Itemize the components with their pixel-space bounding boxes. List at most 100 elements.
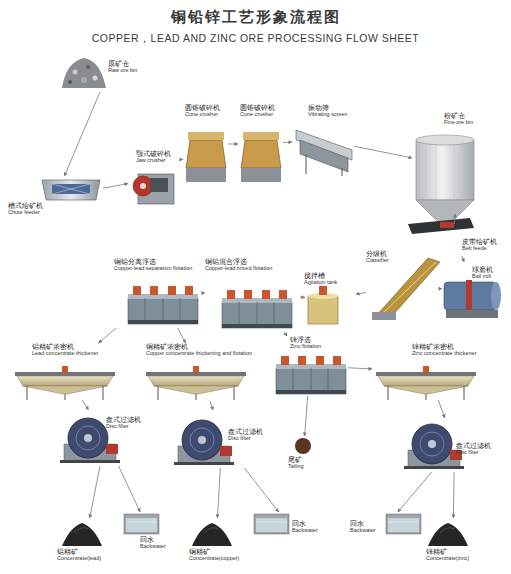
equipment-node: 振动筛Vibrating screen (292, 104, 354, 176)
equipment-node: 锌浮选Zinc flotation (272, 336, 348, 396)
equipment-label: 铜铅分离浮选Copper-lead separation flotation (114, 258, 192, 272)
equipment-label: 尾矿Tailing (288, 456, 304, 470)
equipment-label: 振动筛Vibrating screen (308, 104, 348, 118)
rock (86, 65, 90, 69)
label-english: Fine ore bin (444, 119, 473, 125)
label-english: Zinc flotation (290, 343, 321, 349)
label-english: Copper-lead separation flotation (114, 265, 192, 271)
equipment-node: 盘式过滤机Disc filter (172, 410, 272, 468)
flow-line (453, 472, 455, 518)
equipment-label: 圆锥破碎机Cone crusher (185, 104, 220, 118)
tank-body (308, 296, 338, 324)
flow-line (305, 396, 308, 436)
label-chinese: 铜铅混合浮选 (205, 258, 272, 265)
mill-gear (466, 280, 472, 312)
screen-leg (342, 168, 343, 176)
flotation-machine (128, 286, 198, 324)
flow-line (462, 256, 464, 262)
spiral-classifier (372, 258, 440, 320)
label-chinese: 锌精矿 (426, 548, 469, 555)
equipment-node: 铜铅分离浮选Copper-lead separation flotation (112, 256, 205, 328)
flow-line (438, 400, 445, 418)
backwater-tank (124, 514, 159, 534)
flow-line (348, 368, 372, 369)
label-chinese: 铜精矿浓密机 (146, 343, 252, 350)
label-english: Disc filter (456, 449, 491, 455)
equipment-label: 原矿仓Raw ore bin (108, 60, 137, 74)
equipment-label: 锌浮选Zinc flotation (290, 336, 321, 350)
label-english: Raw ore bin (108, 67, 137, 73)
flow-line (82, 400, 88, 410)
equipment-label: 盘式过滤机Disc filter (228, 428, 263, 442)
label-english: Disc filter (228, 435, 263, 441)
crusher-cone (241, 140, 281, 168)
bin-top (416, 135, 474, 145)
belt-feeder (408, 218, 474, 234)
flow-line (398, 472, 432, 512)
label-english: Jaw crusher (136, 157, 171, 163)
equipment-node: 圆锥破碎机Cone crusher (183, 104, 228, 184)
label-chinese: 振动筛 (308, 104, 348, 111)
equipment-node: 尾矿Tailing (286, 436, 320, 476)
label-english: Vibrating screen (308, 111, 348, 117)
feeder-panel (52, 184, 90, 194)
concentrate-pile (62, 523, 102, 546)
rock (93, 76, 98, 81)
belt-motor (440, 222, 454, 228)
thickener (376, 366, 476, 400)
crusher-hopper (243, 132, 279, 140)
flow-line (356, 293, 366, 295)
concentrate-pile (192, 523, 232, 546)
backwater-tank (386, 514, 421, 534)
label-chinese: 圆锥破碎机 (185, 104, 220, 111)
equipment-node: 铜精矿浓密机Copper concentrate thickening and … (140, 343, 262, 401)
bin-cylinder (416, 140, 474, 200)
bin-seam (454, 144, 455, 200)
equipment-label: 分级机Classifier (366, 250, 389, 264)
label-chinese: 粉矿仓 (444, 112, 473, 119)
equipment-label: 球磨机Ball mill (472, 266, 493, 280)
crusher-base (186, 168, 226, 182)
equipment-node: 铅精矿Concentrate(lead) (55, 518, 115, 566)
flywheel-hub (140, 183, 146, 189)
concentrate-pile (428, 523, 468, 546)
flow-line (454, 214, 455, 224)
mill-end (491, 282, 501, 310)
equipment-node: 回水Backwater (350, 512, 422, 540)
diagram-subtitle: COPPER，LEAD AND ZINC ORE PROCESSING FLOW… (0, 32, 511, 46)
equipment-label: 回水Backwater (292, 520, 318, 534)
equipment-node: 颚式破碎机Jaw crusher (128, 150, 183, 207)
agitation-tank (308, 286, 338, 324)
equipment-label: 回水Backwater (350, 520, 376, 534)
thickener (146, 366, 246, 400)
label-english: Backwater (350, 527, 376, 533)
label-chinese: 回水 (292, 520, 318, 527)
flow-line (217, 468, 220, 518)
label-english: Zinc concentrate thickener (412, 350, 477, 356)
feeder-brace (52, 184, 90, 194)
feeder-brace (52, 184, 90, 194)
equipment-label: 铜精矿浓密机Copper concentrate thickening and … (146, 343, 252, 357)
equipment-node: 搅拌槽Agitation tank (300, 272, 356, 326)
feeder-body (42, 180, 100, 200)
vibrating-screen (296, 130, 352, 176)
label-chinese: 回水 (140, 536, 166, 543)
classifier-base (372, 312, 396, 320)
label-chinese: 搅拌槽 (304, 272, 337, 279)
flow-line (103, 184, 128, 189)
disc-filter (404, 424, 464, 469)
equipment-label: 锌精矿浓密机Zinc concentrate thickener (412, 343, 477, 357)
flow-line (178, 328, 186, 343)
bin-seam (426, 142, 427, 200)
rock (68, 80, 72, 84)
classifier-trough (376, 258, 440, 316)
label-chinese: 铜精矿 (189, 548, 239, 555)
flow-line (245, 468, 279, 512)
label-chinese: 圆锥破碎机 (240, 104, 275, 111)
equipment-node: 锌精矿浓密机Zinc concentrate thickener (372, 343, 484, 400)
flow-line (283, 142, 292, 144)
equipment-node: 原矿仓Raw ore bin (58, 54, 158, 92)
label-chinese: 分级机 (366, 250, 389, 257)
belt (408, 218, 474, 234)
